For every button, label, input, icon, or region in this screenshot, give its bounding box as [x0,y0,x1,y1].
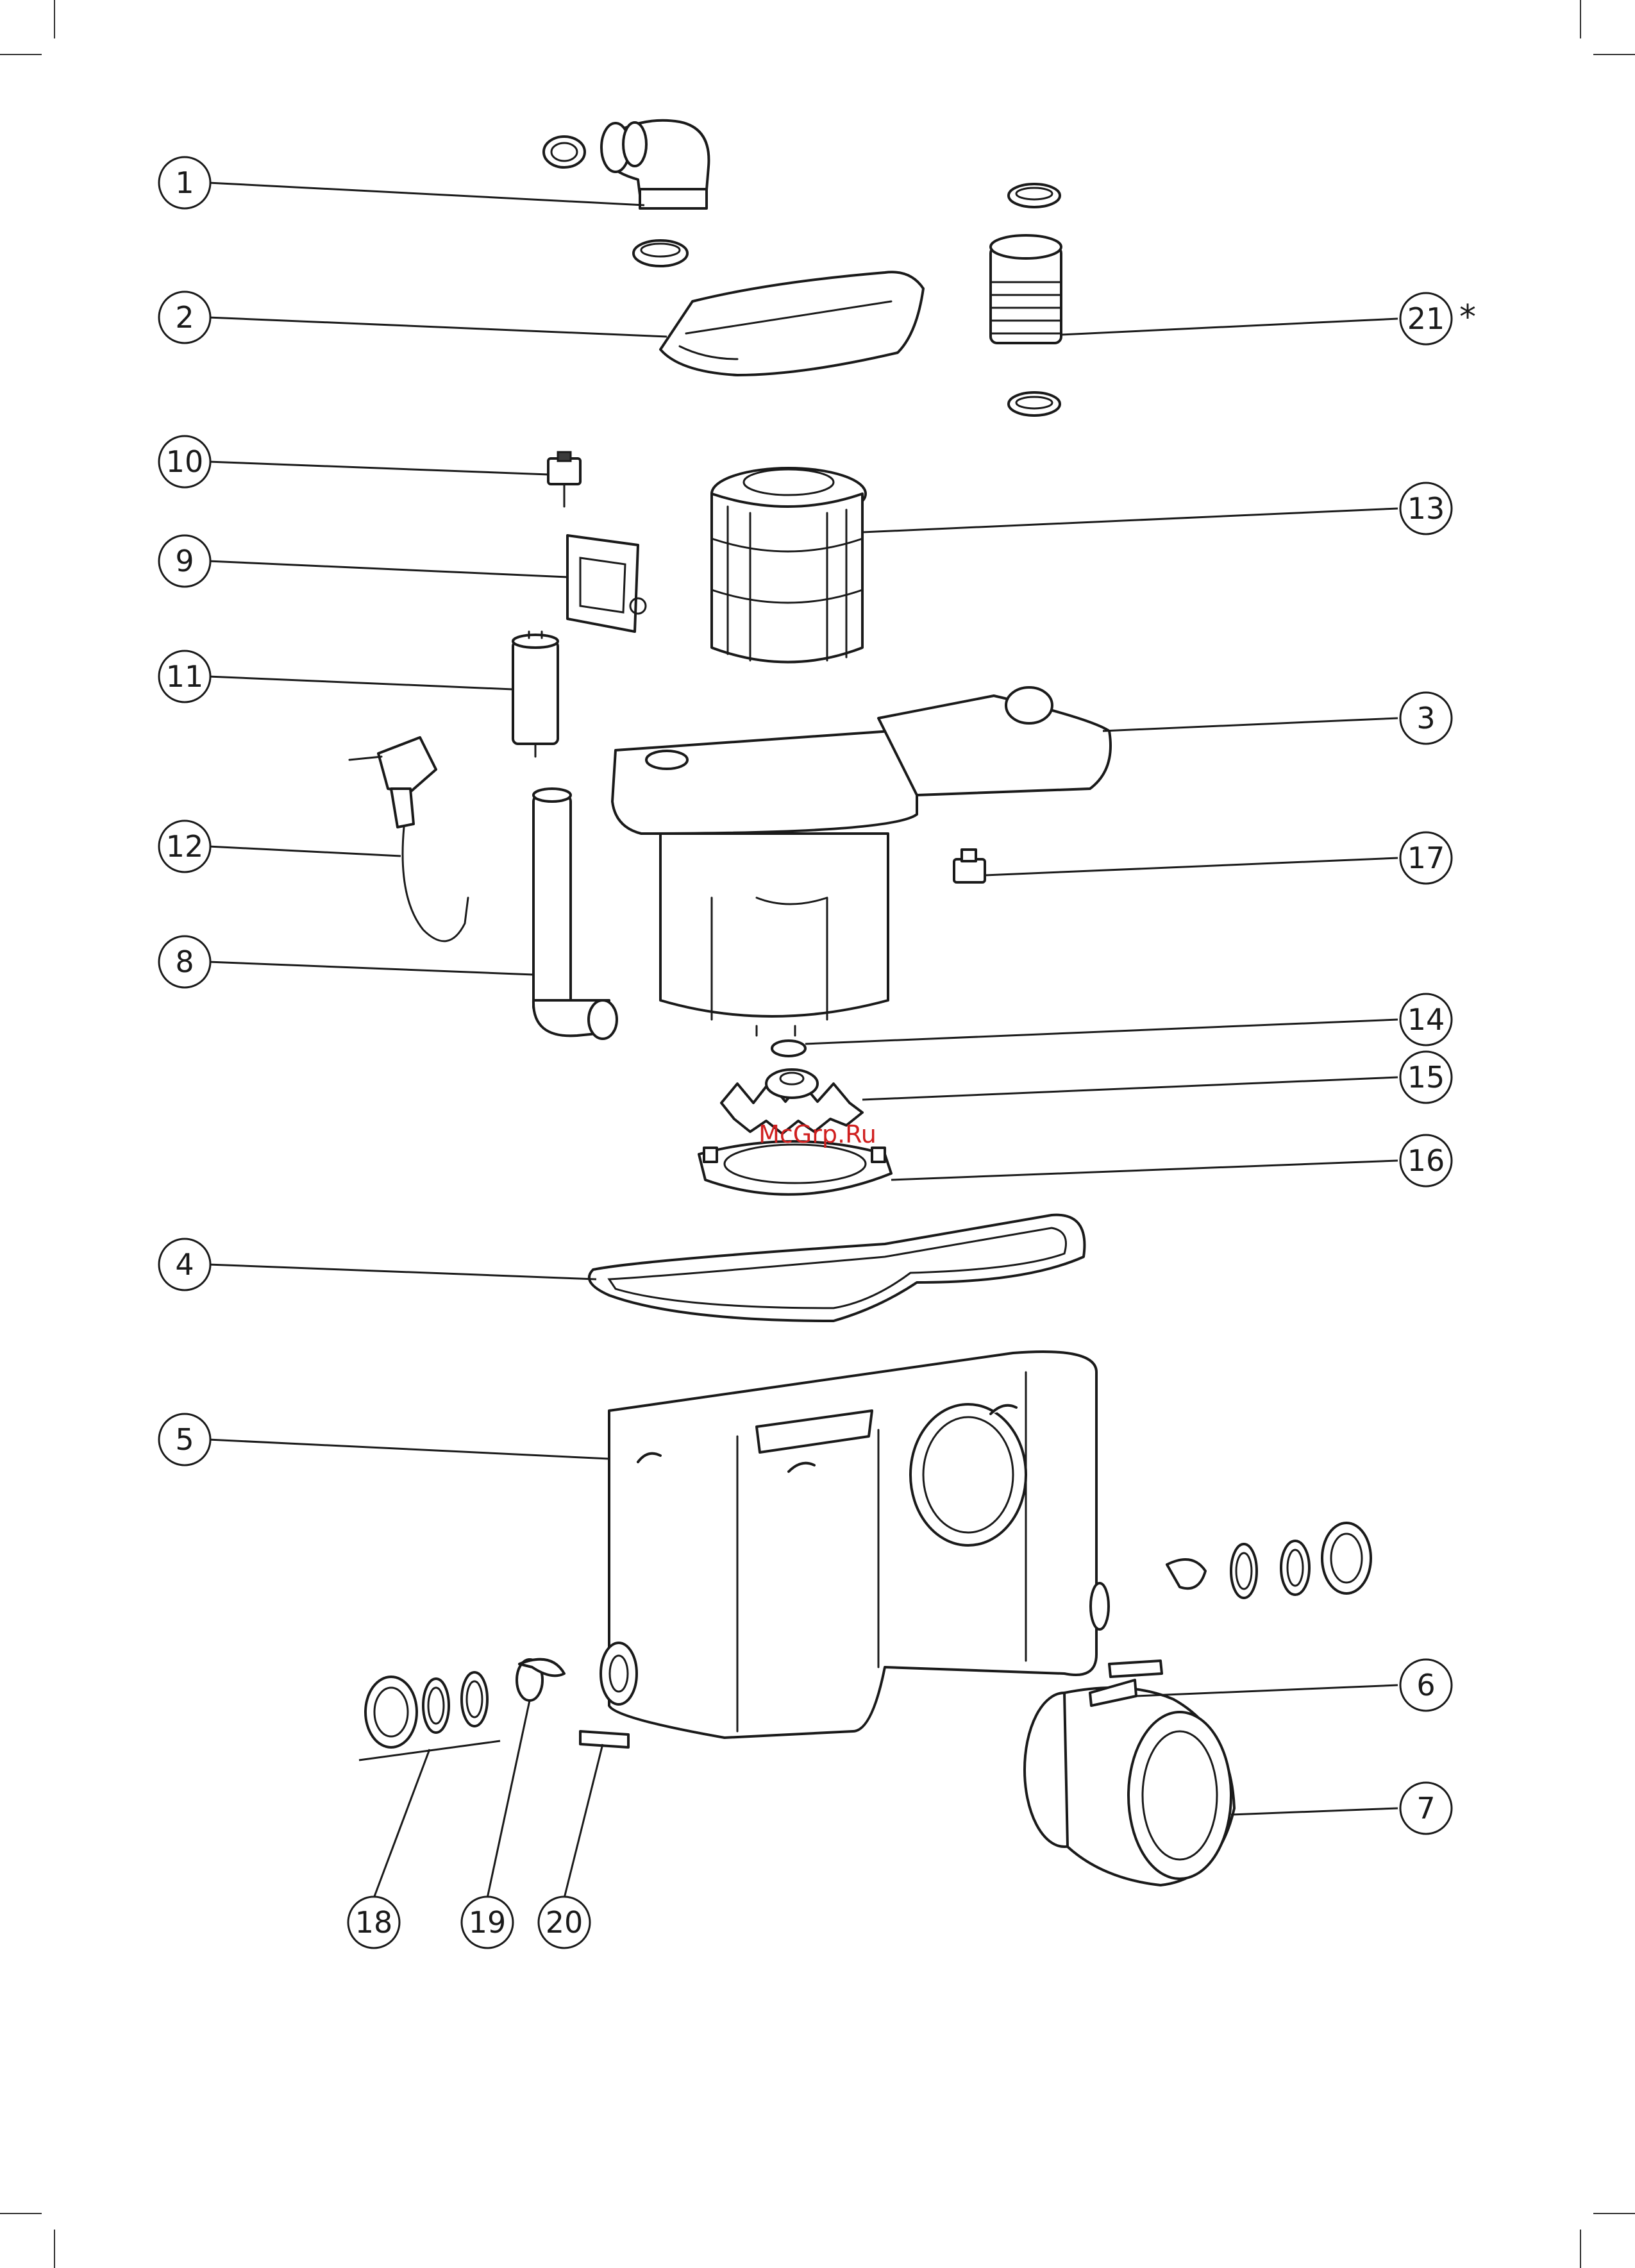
callout-20: 20 [539,1897,590,1948]
callout-19: 19 [462,1897,513,1948]
washer-part [772,1041,805,1056]
left-fittings-part [365,1659,628,1747]
callout-16: 16 [1400,1135,1452,1186]
callout-label-21: 21 [1407,301,1445,336]
capacitor-part [513,632,558,757]
callout-7: 7 [1400,1783,1452,1834]
callout-3: 3 [1400,693,1452,744]
impeller-housing-part [699,1141,891,1195]
callout-label-16: 16 [1407,1143,1445,1178]
callout-label-8: 8 [175,945,194,979]
callout-12: 12 [159,821,210,872]
callout-5: 5 [159,1414,210,1465]
callout-11: 11 [159,651,210,702]
elbow-connector-part [544,121,709,266]
callout-15: 15 [1400,1052,1452,1103]
callout-label-2: 2 [175,300,194,335]
callout-label-10: 10 [166,444,204,479]
callout-label-11: 11 [166,659,204,694]
callout-4: 4 [159,1239,210,1290]
callout-2: 2 [159,292,210,343]
callout-label-19: 19 [469,1905,507,1940]
callout-label-17: 17 [1407,841,1445,875]
callout-label-9: 9 [175,544,194,578]
lid-part [660,272,923,375]
callout-label-3: 3 [1416,701,1435,735]
callout-1: 1 [159,157,210,208]
callout-10: 10 [159,436,210,487]
motor-housing-part [612,687,1111,1036]
asterisk-note-marker: * [1459,298,1476,337]
tank-part [601,1352,1109,1738]
callout-label-7: 7 [1416,1791,1435,1826]
flexible-hose-part [991,184,1061,416]
callout-label-15: 15 [1407,1060,1445,1095]
valve-part [954,850,985,882]
callout-14: 14 [1400,994,1452,1045]
callout-label-5: 5 [175,1422,194,1457]
callout-21: 21 * [1400,293,1476,344]
callout-18: 18 [348,1897,399,1948]
watermark-text: McGrp.Ru [759,1120,876,1148]
callout-label-13: 13 [1407,491,1445,526]
circuit-board-part [567,535,646,632]
callout-label-4: 4 [175,1247,194,1282]
outlet-connector-part [1025,1680,1234,1885]
callout-label-18: 18 [355,1905,393,1940]
pipe-part [533,789,617,1039]
callout-17: 17 [1400,832,1452,884]
callout-label-6: 6 [1416,1668,1435,1702]
gasket-part [589,1215,1085,1321]
callout-label-14: 14 [1407,1002,1445,1037]
callout-label-12: 12 [166,829,204,864]
callout-8: 8 [159,936,210,987]
callout-label-1: 1 [175,165,194,200]
right-fittings-part [1109,1523,1371,1677]
callout-6: 6 [1400,1659,1452,1711]
motor-part [712,468,866,662]
switch-part [548,452,580,507]
callout-9: 9 [159,535,210,587]
callout-label-20: 20 [546,1905,583,1940]
callout-13: 13 [1400,483,1452,534]
power-cord-part [349,737,468,941]
